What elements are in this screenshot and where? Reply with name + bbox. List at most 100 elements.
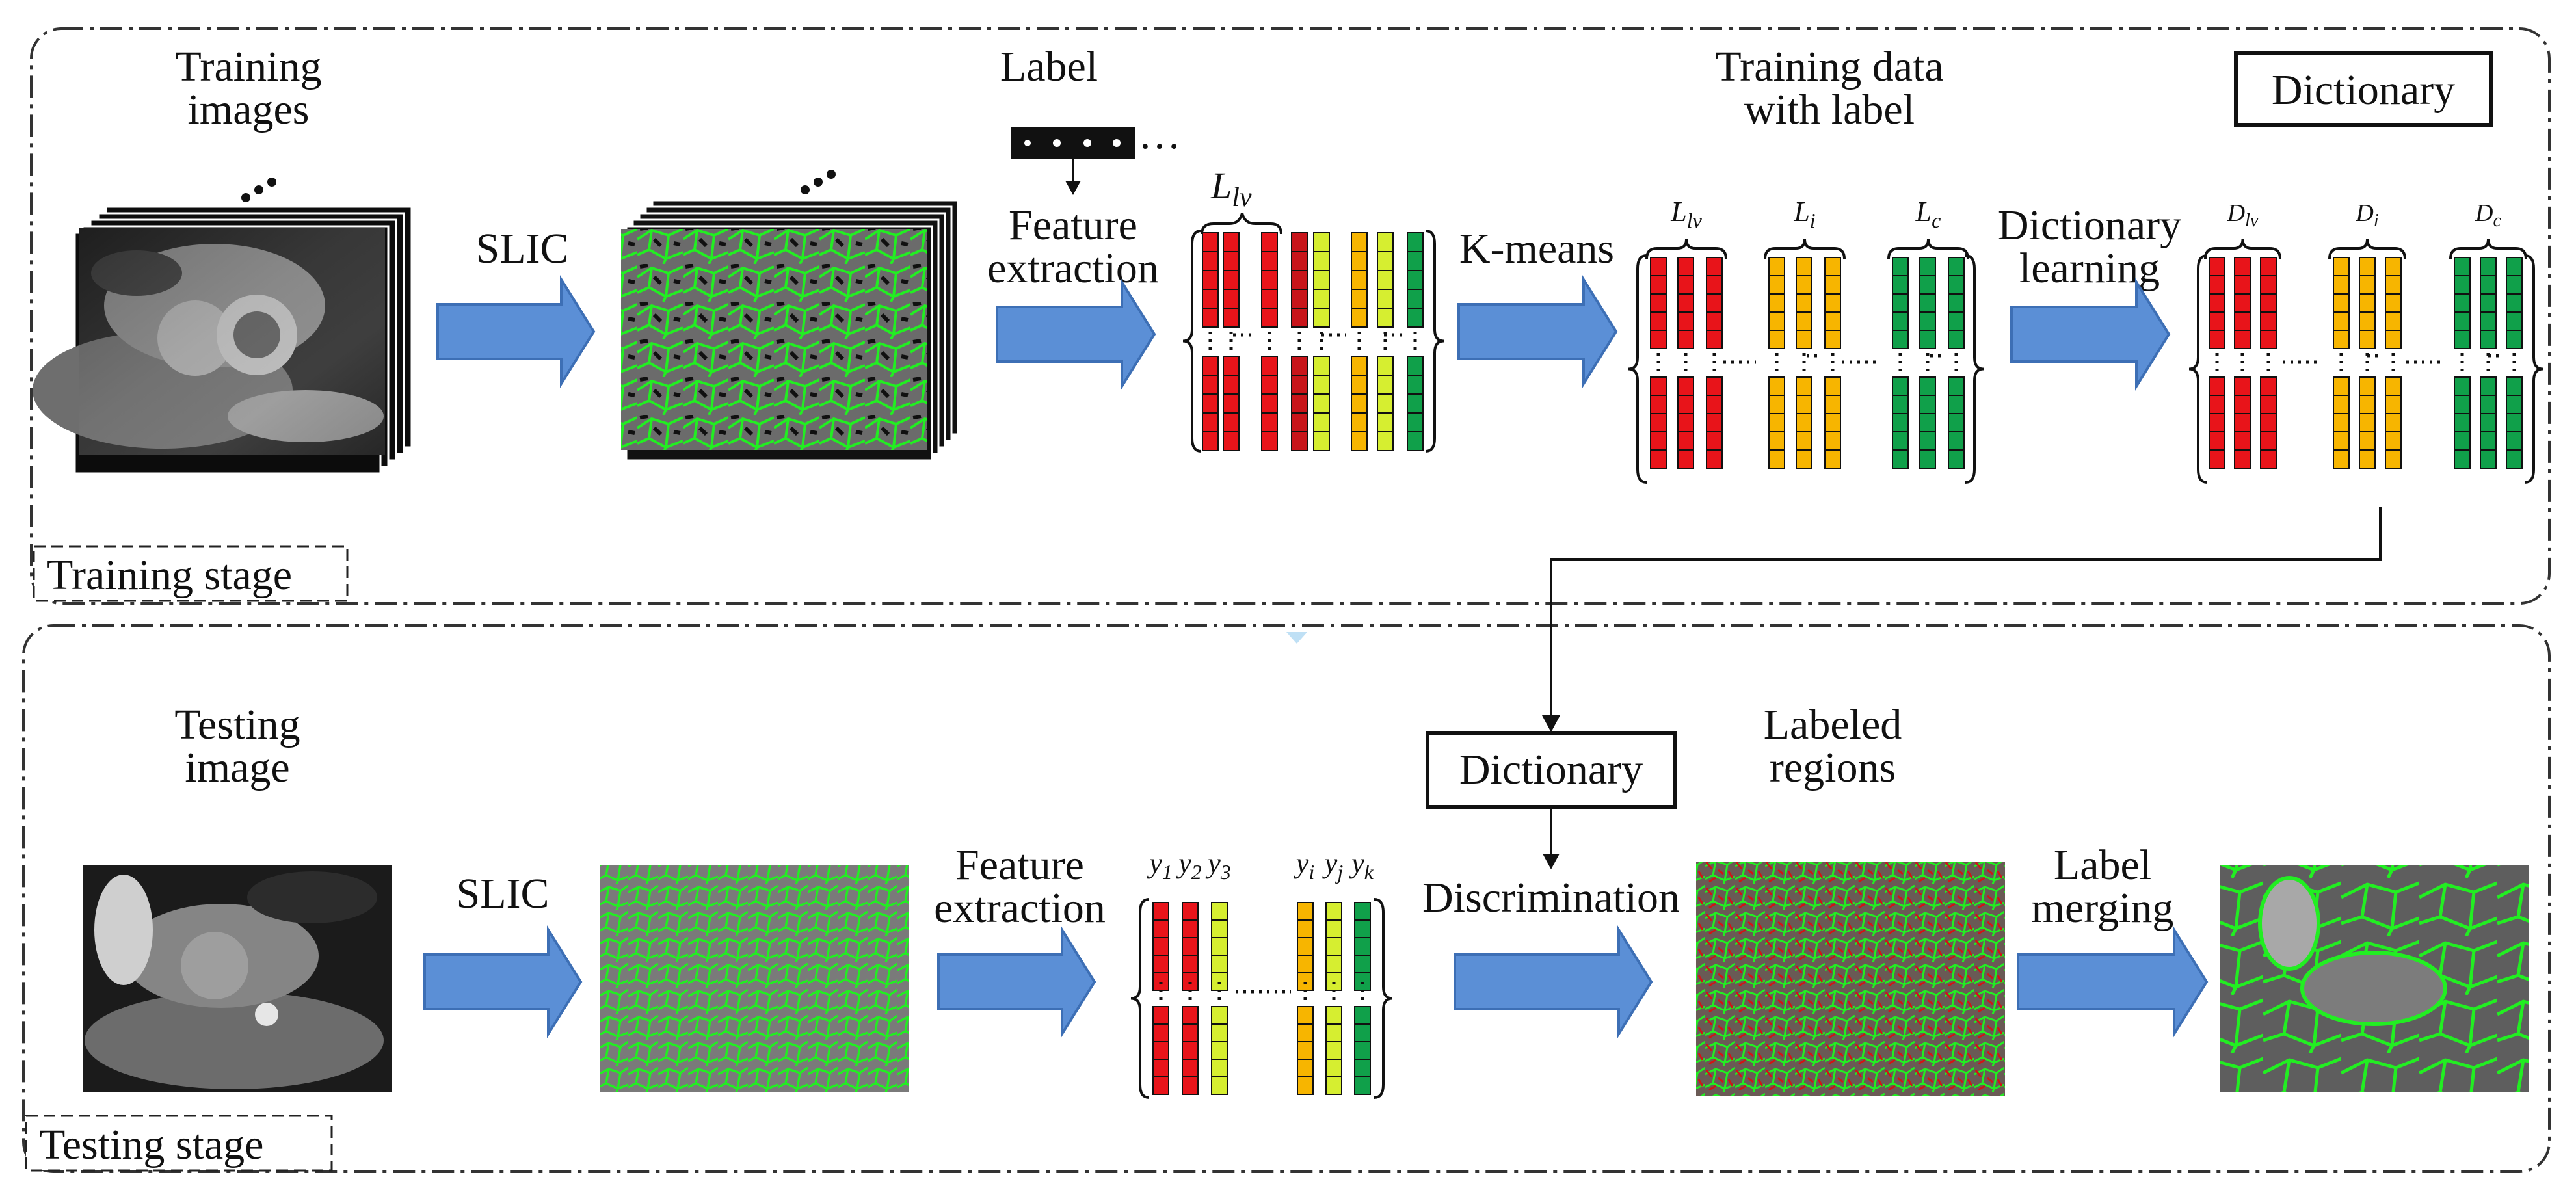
feature-vector xyxy=(1297,1006,1314,1095)
feature-vector xyxy=(1211,902,1228,991)
discrimination-label: Discrimination xyxy=(1422,874,1680,921)
testing-image-label-line1: Testing xyxy=(174,701,300,748)
feature-vector xyxy=(1313,232,1330,328)
clustered-training-matrix: Llv Li Lc xyxy=(1628,196,1984,484)
feature-vector xyxy=(2260,376,2277,469)
feature-vector xyxy=(1182,1006,1199,1095)
group-label: Lc xyxy=(1915,196,1941,232)
left-brace xyxy=(1182,230,1202,453)
group-label: Llv xyxy=(1670,196,1702,232)
feature-vector xyxy=(2333,376,2350,469)
group-label: y2 xyxy=(1176,847,1202,884)
feature-vector xyxy=(1351,356,1368,451)
feature-vector xyxy=(1211,1006,1228,1095)
label-down-arrow xyxy=(1065,159,1081,195)
feature-arrow-testing xyxy=(937,925,1096,1038)
dictionary-label-training: Dictionary xyxy=(2272,66,2455,114)
feature-vector xyxy=(2234,257,2251,349)
group-label: Di xyxy=(2355,200,2378,231)
left-brace xyxy=(1130,898,1150,1099)
kmeans-arrow xyxy=(1457,275,1618,388)
label-strip: … xyxy=(1011,111,1181,159)
feature-vector xyxy=(2385,376,2402,469)
feature-vector xyxy=(1313,356,1330,451)
left-brace xyxy=(2188,254,2208,484)
labeled-regions-label-line2: regions xyxy=(1770,744,1896,791)
feature-vector xyxy=(1223,356,1240,451)
feature-vector xyxy=(1824,257,1841,349)
feature-vector xyxy=(2209,257,2225,349)
feature-vector xyxy=(2480,376,2497,469)
training-data-label-line2: with label xyxy=(1744,86,1915,133)
feature-extraction-label-training-line1: Feature xyxy=(1009,202,1137,249)
feature-vector xyxy=(1297,902,1314,991)
right-brace xyxy=(1425,230,1444,453)
dictionary-box-training xyxy=(2234,51,2493,127)
slic-arrow-training xyxy=(436,275,596,388)
superpixel-image-training xyxy=(621,229,927,450)
dictionary-connector xyxy=(1542,507,2382,732)
lv-matrix-label: Llv xyxy=(1210,165,1252,213)
feature-vector xyxy=(1677,376,1694,469)
label-merging-label-line1: Label xyxy=(2054,841,2151,889)
superpixel-image-testing xyxy=(600,865,909,1092)
dictionary-learning-label-line1: Dictionary xyxy=(1998,202,2181,249)
slic-label-training: SLIC xyxy=(475,225,568,272)
group-label: yk xyxy=(1349,847,1374,884)
feature-vector xyxy=(1768,376,1785,469)
training-stage-frame xyxy=(30,27,2551,605)
feature-vector xyxy=(1261,356,1278,451)
kmeans-label: K-means xyxy=(1459,225,1614,272)
group-label: Dc xyxy=(2475,200,2501,231)
superpixel-stack-training xyxy=(621,199,959,462)
testing-image-label-line2: image xyxy=(185,744,289,791)
slic-label-testing: SLIC xyxy=(456,870,549,917)
labeled-regions-image xyxy=(1696,862,2005,1096)
left-brace xyxy=(1628,254,1647,484)
feature-vector xyxy=(1377,356,1394,451)
feature-vector xyxy=(2359,257,2376,349)
feature-vector xyxy=(1223,232,1240,328)
feature-vector xyxy=(1768,257,1785,349)
feature-vector xyxy=(1892,257,1909,349)
feature-vector xyxy=(1354,1006,1371,1095)
group-label: yj xyxy=(1322,847,1344,884)
group-brace xyxy=(1645,239,1727,259)
label-strip-ellipsis: … xyxy=(1138,111,1181,158)
group-label: Li xyxy=(1793,196,1815,232)
lv-top-brace xyxy=(1201,213,1282,235)
discrimination-arrow xyxy=(1454,925,1653,1038)
training-images-stack xyxy=(33,205,413,475)
feature-extraction-label-testing-line1: Feature xyxy=(955,841,1084,889)
feature-vector xyxy=(1407,356,1424,451)
feature-vector xyxy=(1152,1006,1169,1095)
feature-extraction-label-testing-line2: extraction xyxy=(934,884,1106,932)
feature-vector xyxy=(1325,902,1342,991)
right-brace xyxy=(1374,898,1393,1099)
label-title: Label xyxy=(1000,43,1098,90)
feature-vector xyxy=(2333,257,2350,349)
training-images-label-line1: Training xyxy=(176,43,322,90)
feature-vector xyxy=(1377,232,1394,328)
group-label: yi xyxy=(1294,847,1314,884)
feature-vector xyxy=(2234,376,2251,469)
feature-vector xyxy=(1650,376,1667,469)
feature-vector xyxy=(1796,376,1812,469)
dictionary-box-testing xyxy=(1426,731,1677,809)
feature-vector xyxy=(1202,232,1219,328)
feature-vector xyxy=(2480,257,2497,349)
feature-vector xyxy=(2506,376,2523,469)
dictionary-learning-arrow xyxy=(2010,278,2171,391)
slic-arrow-testing xyxy=(423,925,583,1038)
group-brace xyxy=(2204,239,2281,259)
group-brace xyxy=(1764,239,1846,259)
group-brace xyxy=(2449,239,2527,259)
label-merging-label-line2: merging xyxy=(2032,884,2174,932)
mri-image xyxy=(33,228,385,455)
feature-vector xyxy=(1351,232,1368,328)
feature-vector xyxy=(2454,376,2471,469)
feature-vector xyxy=(1261,232,1278,328)
feature-vector xyxy=(1948,376,1965,469)
